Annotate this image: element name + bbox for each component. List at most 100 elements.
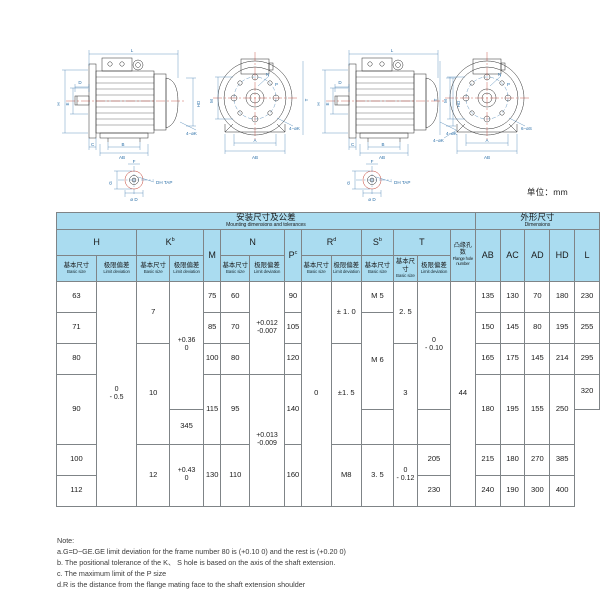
cell-AB: 135 — [474, 280, 501, 313]
svg-text:F: F — [371, 160, 374, 164]
cell-T-dev-line1: 0 — [403, 467, 408, 475]
svg-text:AB: AB — [379, 155, 385, 160]
notes-block: Note: a.G=D−GE.GE limit deviation for th… — [57, 536, 346, 591]
cell-L: 400 — [549, 474, 576, 507]
cell-N-basic: 95 — [220, 373, 251, 445]
table-symbol-header-row: H Kb M N Pc Rd Sb T 凸缘孔数 Flange hole num… — [55, 228, 600, 282]
cell-N-basic: 70 — [220, 311, 251, 344]
cell-R-dev: ± 1. 0 — [330, 280, 362, 344]
subheader-K-dev: 极限偏差 Limit deviation — [169, 254, 205, 282]
col-header-K-sup: b — [171, 236, 175, 243]
col-header-S: Sb — [360, 228, 394, 256]
cell-N-dev-line1: +0.013 — [256, 432, 278, 440]
subheader-R-basic-cn: 基本尺寸 — [303, 261, 330, 269]
cell-R-basic: 0 — [301, 280, 332, 507]
col-header-HD: HD — [549, 228, 576, 282]
cell-N-basic: 80 — [220, 342, 251, 375]
cell-P: 140 — [283, 373, 303, 445]
subheader-H-dev-en: Limit deviation — [103, 269, 130, 275]
cell-HD: 250 — [549, 373, 576, 445]
unit-label: 单位：mm — [526, 187, 568, 197]
svg-text:D: D — [78, 80, 82, 85]
subheader-R-dev-en: Limit deviation — [332, 269, 360, 275]
svg-text:M: M — [209, 99, 214, 103]
motor-end-view-2: AB A M T 4−øK 6−øS N P — [433, 52, 532, 160]
svg-text:HD: HD — [456, 100, 461, 107]
group-header-mounting-cn: 安装尺寸及公差 — [236, 212, 296, 222]
subheader-R-basic-en: Basic size — [306, 269, 326, 275]
subheader-N-basic: 基本尺寸 Basic size — [220, 254, 251, 282]
cell-H: 100 — [56, 443, 97, 476]
subheader-S-basic-en: Basic size — [368, 269, 387, 275]
motor-side-view-1: L AB B C H E D HD 4−øK — [56, 48, 201, 160]
col-header-P: Pc — [283, 228, 303, 282]
cell-H: 63 — [56, 280, 97, 313]
col-header-P-sup: c — [294, 249, 298, 256]
svg-text:N: N — [498, 72, 501, 77]
motor-end-view-1: AB A M T 4−øK N P — [209, 52, 309, 160]
col-header-AB: AB — [474, 228, 501, 282]
svg-text:H: H — [316, 102, 321, 105]
note-line-b: b. The positional tolerance of the K、 S … — [57, 557, 336, 567]
col-header-T: T — [392, 228, 451, 256]
group-header-outline-en: Dimensions — [524, 221, 551, 228]
cell-AC: 240 — [474, 474, 501, 507]
svg-text:L: L — [391, 48, 394, 53]
subheader-H-basic-en: Basic size — [67, 269, 86, 275]
cell-AD: 190 — [499, 474, 526, 507]
shaft-end-detail-1: F G ø D DH TAP — [108, 160, 172, 202]
cell-R-dev: ±1. 5 — [330, 342, 362, 445]
cell-AC: 175 — [499, 342, 526, 375]
svg-text:H: H — [56, 102, 61, 105]
cell-M: 100 — [203, 342, 222, 375]
cell-T-dev-line2: - 0.10 — [425, 345, 443, 353]
cell-HD: 270 — [524, 443, 551, 476]
cell-L: 385 — [549, 443, 576, 476]
table-row: 63 0 - 0.5 7 +0.36 0 75 60 +0.012 -0.007… — [56, 280, 600, 507]
subheader-T-basic: 基本尺寸 Basic size — [392, 254, 418, 282]
cell-T-basic: 3. 5 — [360, 443, 394, 507]
cell-AC: 145 — [499, 311, 526, 344]
cell-L: 230 — [574, 280, 600, 313]
subheader-T-basic-cn: 基本尺寸 — [395, 258, 415, 273]
col-header-R-sup: d — [333, 236, 337, 243]
svg-text:AB: AB — [484, 155, 490, 160]
svg-text:G: G — [108, 181, 113, 185]
cell-AD: 80 — [524, 311, 551, 344]
table-row: 80 10 100 80 120 ±1. 5 3 165 175 145 214… — [56, 342, 600, 445]
table-row: 345 — [57, 408, 600, 445]
cell-HD: 214 — [549, 342, 576, 375]
cell-L: 320 — [574, 373, 600, 410]
subheader-N-basic-en: Basic size — [225, 269, 245, 275]
subheader-T-dev-en: Limit deviation — [420, 269, 448, 275]
group-header-mounting-en: Mounting dimensions and tolerances — [226, 221, 306, 228]
notes-title: Note: — [57, 536, 75, 545]
cell-AB: 230 — [416, 474, 451, 507]
subheader-H-basic: 基本尺寸 Basic size — [56, 254, 97, 282]
table-subheader-row: 基本尺寸 Basic size 极限偏差 Limit deviation 基本尺… — [56, 254, 600, 282]
cell-N-basic: 60 — [220, 280, 251, 313]
technical-drawings-panel: L AB B C H E D HD 4−øK — [0, 0, 600, 205]
cell-AB: 165 — [474, 342, 501, 375]
cell-N-dev: +0.012 -0.007 — [249, 280, 285, 375]
cell-N-basic: 110 — [220, 443, 251, 507]
cell-H: 112 — [56, 474, 97, 507]
cell-L: 295 — [574, 342, 600, 375]
cell-K-dev-line2: 0 — [184, 475, 189, 483]
svg-text:D: D — [338, 80, 342, 85]
subheader-R-dev-cn: 极限偏差 — [333, 261, 359, 269]
cell-AB: 180 — [474, 373, 501, 445]
cell-S: M 6 — [360, 311, 394, 410]
group-header-outline: 外形尺寸 Dimensions — [474, 212, 600, 230]
col-header-AD: AD — [524, 228, 551, 282]
cell-H: 71 — [56, 311, 97, 344]
col-header-H: H — [55, 228, 138, 256]
subheader-T-dev-cn: 极限偏差 — [421, 261, 447, 269]
cell-AB: 205 — [416, 443, 451, 476]
cell-T-basic: 3 — [392, 342, 418, 445]
cell-M: 85 — [203, 311, 222, 344]
cell-P: 90 — [283, 280, 303, 313]
subheader-H-basic-cn: 基本尺寸 — [63, 261, 90, 269]
cell-P: 160 — [283, 443, 303, 507]
dimensions-table: 安装尺寸及公差 Mounting dimensions and toleranc… — [55, 212, 600, 507]
